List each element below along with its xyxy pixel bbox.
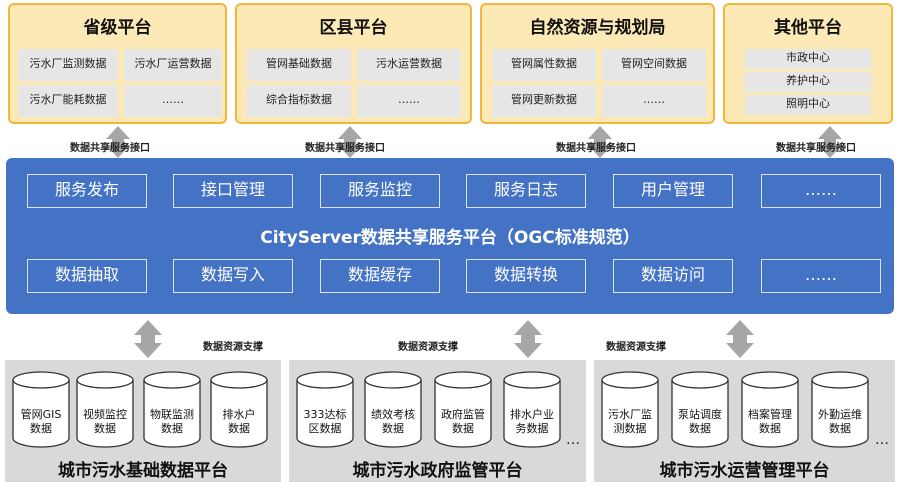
central-platform: 服务发布 接口管理 服务监控 服务日志 用户管理 …… CityServer数据…: [6, 158, 894, 314]
data-cell: 管网基础数据: [247, 49, 351, 81]
data-cell: 污水运营数据: [357, 49, 461, 81]
database-icon: [296, 371, 354, 448]
database-icon: [364, 371, 422, 448]
function-box: 服务日志: [466, 174, 586, 208]
data-cell: ……: [357, 85, 461, 117]
database-icon: [76, 371, 134, 448]
database-label: 排水户数据: [222, 408, 256, 435]
database-icon: [210, 371, 268, 448]
county-platform: 区县平台 管网基础数据 污水运营数据 综合指标数据 ……: [235, 3, 472, 124]
database-icon: [811, 371, 869, 448]
database-icon: [671, 371, 729, 448]
government-platform: 333达标区数据 绩效考核数据 政府监管数据 排水户业务数据 … 城市污水政府监…: [289, 360, 586, 482]
resource-label: 数据资源支撑: [203, 342, 263, 353]
database-icon: [601, 371, 659, 448]
ellipsis: …: [875, 432, 889, 448]
other-platform-title: 其他平台: [774, 18, 842, 38]
double-arrow-icon: [134, 320, 754, 358]
database-label: 档案管理数据: [748, 408, 792, 435]
data-cell: 管网更新数据: [492, 85, 596, 117]
government-platform-title: 城市污水政府监管平台: [352, 461, 523, 481]
data-cell: 管网属性数据: [492, 49, 596, 81]
database-label: 视频监控数据: [83, 408, 127, 435]
central-platform-title: CityServer数据共享服务平台（OGC标准规范）: [260, 228, 640, 248]
natural-resources-platform: 自然资源与规划局 管网属性数据 管网空间数据 管网更新数据 ……: [480, 3, 715, 124]
function-box: 服务发布: [27, 174, 147, 208]
api-label: 数据共享服务接口: [776, 143, 856, 154]
double-arrow-icon: [106, 126, 842, 158]
database-label: 泵站调度数据: [678, 408, 722, 435]
function-box: 数据写入: [173, 259, 293, 293]
function-box: 数据访问: [613, 259, 733, 293]
database-icon: [143, 371, 201, 448]
function-box: ……: [761, 174, 881, 208]
data-cell: 养护中心: [745, 72, 871, 92]
database-label: 物联监测数据: [150, 408, 194, 435]
provincial-platform: 省级平台 污水厂监测数据 污水厂运营数据 污水厂能耗数据 ……: [8, 3, 227, 124]
database-icon: [434, 371, 492, 448]
data-cell: 管网空间数据: [602, 49, 706, 81]
database-label: 污水厂监测数据: [608, 408, 652, 435]
data-cell: 市政中心: [745, 49, 871, 69]
database-icon: [741, 371, 799, 448]
database-label: 333达标区数据: [303, 408, 347, 435]
data-cell: 污水厂能耗数据: [18, 85, 118, 117]
function-box: 接口管理: [173, 174, 293, 208]
natural-resources-platform-title: 自然资源与规划局: [529, 18, 666, 38]
database-icon: [12, 371, 70, 448]
basic-data-platform-title: 城市污水基础数据平台: [58, 461, 228, 481]
function-box: 数据缓存: [320, 259, 440, 293]
function-box: 数据转换: [466, 259, 586, 293]
data-cell: 照明中心: [745, 95, 871, 115]
county-platform-title: 区县平台: [319, 18, 388, 38]
database-label: 政府监管数据: [441, 408, 485, 435]
function-box: 用户管理: [613, 174, 733, 208]
function-box: 数据抽取: [27, 259, 147, 293]
api-label: 数据共享服务接口: [70, 143, 150, 154]
api-label: 数据共享服务接口: [556, 143, 636, 154]
data-cell: ……: [124, 85, 222, 117]
data-cell: 污水厂监测数据: [18, 49, 118, 81]
data-cell: 污水厂运营数据: [124, 49, 222, 81]
data-cell: 综合指标数据: [247, 85, 351, 117]
resource-label: 数据资源支撑: [606, 342, 666, 353]
operation-platform: 污水厂监测数据 泵站调度数据 档案管理数据 外勤运维数据 … 城市污水运营管理平…: [594, 360, 895, 482]
api-label: 数据共享服务接口: [305, 143, 385, 154]
database-label: 绩效考核数据: [371, 408, 415, 435]
database-label: 排水户业务数据: [510, 408, 554, 435]
function-box: 服务监控: [320, 174, 440, 208]
ellipsis: …: [566, 432, 580, 448]
other-platform: 其他平台 市政中心 养护中心 照明中心: [723, 3, 893, 124]
operation-platform-title: 城市污水运营管理平台: [659, 461, 830, 481]
resource-label: 数据资源支撑: [398, 342, 458, 353]
function-box: ……: [761, 259, 881, 293]
provincial-platform-title: 省级平台: [83, 18, 152, 38]
database-icon: [503, 371, 561, 448]
data-cell: ……: [602, 85, 706, 117]
database-label: 外勤运维数据: [818, 408, 862, 435]
